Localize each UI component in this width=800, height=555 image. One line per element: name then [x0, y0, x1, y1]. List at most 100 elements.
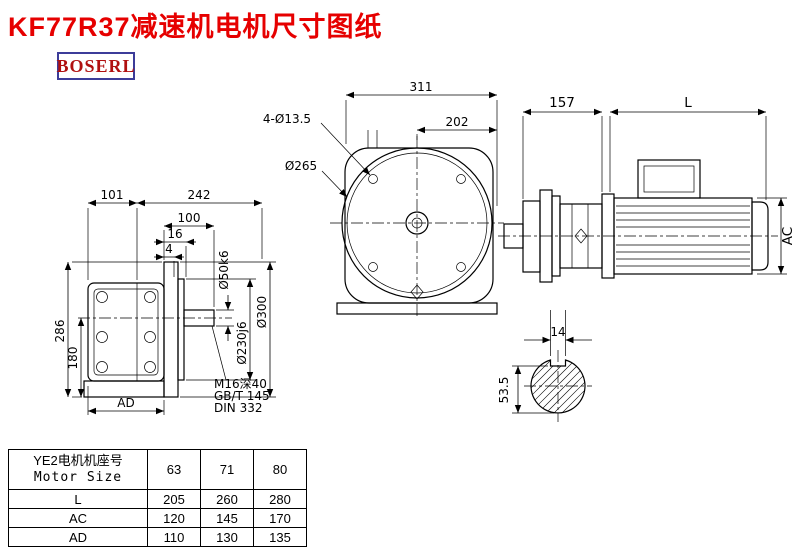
- thread-note: M16深40: [214, 377, 267, 391]
- drain-plug-diamond: [410, 284, 424, 300]
- terminal-box-lid: [643, 165, 695, 193]
- value-cell: 280: [253, 489, 307, 509]
- dim-d230-label: Ø230j6: [235, 321, 249, 364]
- fan-cover: [751, 201, 769, 271]
- dim-311-label: 311: [410, 80, 433, 94]
- bolt-hole: [96, 291, 108, 303]
- row-label-L: L: [8, 489, 148, 509]
- dim-L-label: L: [684, 95, 692, 111]
- value-cell: 110: [147, 527, 201, 547]
- dim-4: 4: [154, 242, 184, 277]
- motor-fins: [616, 205, 750, 267]
- shaft-section: 14 53.5: [497, 310, 592, 422]
- flange-bolt-hole: [456, 174, 466, 184]
- shaft-section-outline: [530, 359, 586, 414]
- front-view: 311 202 4-Ø13.5 Ø265: [263, 80, 504, 318]
- flange-spigot: [177, 278, 185, 381]
- size-col-63: 63: [147, 449, 201, 490]
- bolt-hole: [144, 331, 156, 343]
- dim-spigot-diameter: Ø230j6: [186, 278, 256, 381]
- dim-286-label: 286: [53, 320, 67, 343]
- left-view: 101 242 100 16 4: [53, 188, 276, 415]
- gearbox-body-inner: [93, 288, 159, 376]
- dim-AD: AD: [87, 386, 165, 415]
- bolt-hole: [144, 361, 156, 373]
- value-cell: 145: [200, 508, 254, 528]
- bolt-note-label: 4-Ø13.5: [263, 112, 311, 126]
- row-label-AD: AD: [8, 527, 148, 547]
- size-col-80: 80: [253, 449, 307, 490]
- value-cell: 135: [253, 527, 307, 547]
- dim-286: 286: [53, 261, 162, 398]
- value-cell: 170: [253, 508, 307, 528]
- dim-100: 100: [163, 211, 215, 307]
- thread-callout: M16深40 GB/T 145 DIN 332: [211, 325, 270, 415]
- standard-note-2: DIN 332: [214, 401, 262, 415]
- value-cell: 120: [147, 508, 201, 528]
- dim-157-label: 157: [549, 95, 575, 111]
- size-col-71: 71: [200, 449, 254, 490]
- center-hole-circle: [411, 217, 423, 229]
- dim-157: 157: [522, 95, 603, 199]
- dim-100-label: 100: [178, 211, 201, 225]
- table-header-cell: YE2电机机座号 Motor Size: [8, 449, 148, 490]
- dim-311: 311: [345, 80, 498, 206]
- page-title: KF77R37减速机电机尺寸图纸: [8, 12, 383, 42]
- output-shaft: [183, 309, 215, 327]
- table-row-AD: AD 110 130 135: [8, 527, 307, 547]
- dim-101-label: 101: [101, 188, 124, 202]
- value-cell: 205: [147, 489, 201, 509]
- flange-inner-circle: [346, 152, 488, 294]
- dim-L: L: [609, 95, 767, 200]
- dim-AC-label: AC: [780, 227, 796, 245]
- boserl-logo: BOSERL: [56, 52, 136, 80]
- dim-242-label: 242: [188, 188, 211, 202]
- dim-d265-label: Ø265: [285, 159, 317, 173]
- flange-circle: [341, 147, 493, 299]
- dim-shaft-diameter: Ø50k6: [216, 250, 234, 341]
- flange-bolt-hole: [368, 262, 378, 272]
- dim-d50-label: Ø50k6: [217, 250, 231, 289]
- table-header-en: Motor Size: [33, 469, 123, 485]
- dim-53-5: 53.5: [497, 365, 554, 414]
- value-cell: 130: [200, 527, 254, 547]
- dim-d300-label: Ø300: [255, 296, 269, 328]
- dim-AD-label: AD: [117, 396, 134, 410]
- table-row-AC: AC 120 145 170: [8, 508, 307, 528]
- housing-base: [336, 302, 498, 315]
- value-cell: 260: [200, 489, 254, 509]
- dim-101: 101: [87, 188, 138, 280]
- dim-4-label: 4: [165, 242, 173, 256]
- standard-note-1: GB/T 145: [214, 389, 270, 403]
- output-flange: [163, 261, 179, 398]
- bolt-hole-callout: 4-Ø13.5: [263, 112, 371, 176]
- dim-180-label: 180: [66, 347, 80, 370]
- boserl-logo-text: BOSERL: [56, 55, 136, 76]
- bolt-hole: [96, 361, 108, 373]
- dim-202-label: 202: [446, 115, 469, 129]
- dim-53-5-label: 53.5: [497, 377, 511, 404]
- bolt-hole: [96, 331, 108, 343]
- flange-bolt-hole: [368, 174, 378, 184]
- right-view: 157 L AC: [498, 95, 796, 283]
- flange-bolt-hole: [456, 262, 466, 272]
- dim-16: 16: [154, 227, 196, 277]
- dim-AC: AC: [757, 197, 796, 275]
- dim-16-label: 16: [167, 227, 182, 241]
- gearbox-foot: [83, 380, 165, 398]
- table-header-row: YE2电机机座号 Motor Size 63 71 80: [8, 449, 307, 490]
- row-label-AC: AC: [8, 508, 148, 528]
- dim-180: 180: [66, 318, 85, 397]
- dim-14: 14: [524, 325, 592, 344]
- plug-diamond: [574, 228, 588, 244]
- bolt-hole: [144, 291, 156, 303]
- shaft-bore-circle: [405, 211, 429, 235]
- motor-size-table: YE2电机机座号 Motor Size 63 71 80 L 205 260 2…: [8, 449, 307, 547]
- flange-diameter-callout: Ø265: [285, 159, 348, 198]
- dim-202: 202: [416, 115, 497, 140]
- table-row-L: L 205 260 280: [8, 489, 307, 509]
- bell-housing: [522, 200, 541, 273]
- dim-flange-diameter: Ø300: [180, 261, 276, 398]
- dim-14-label: 14: [550, 325, 565, 339]
